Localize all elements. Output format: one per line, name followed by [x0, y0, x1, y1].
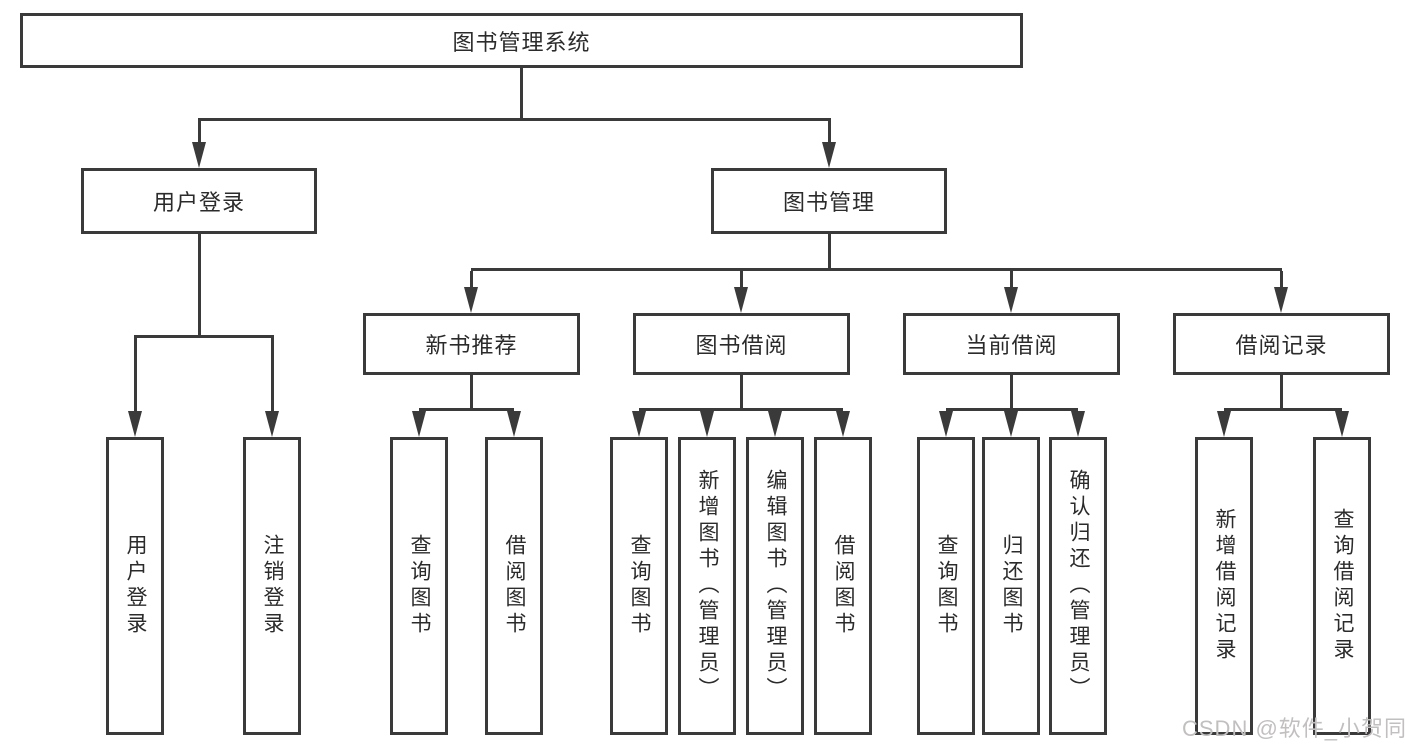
connector-book-borrow-stem [740, 375, 743, 411]
leaf-current-confirm-return-admin: 确认归还（管理员） [1049, 437, 1107, 735]
leaf-user-login: 用户登录 [106, 437, 164, 735]
connector-borrow-record-hline [1224, 408, 1342, 411]
connector-book-management-hline [471, 268, 1282, 271]
node-root-library-management-system: 图书管理系统 [20, 13, 1023, 68]
arrow-down-icon [768, 411, 782, 437]
connector-drop-current-borrow [1010, 271, 1013, 289]
arrow-down-icon [464, 287, 478, 313]
node-current-borrowing: 当前借阅 [903, 313, 1120, 375]
arrow-down-icon [1004, 287, 1018, 313]
node-user-login: 用户登录 [81, 168, 317, 234]
connector-user-login-hline [134, 335, 274, 338]
leaf-label: 注销登录 [261, 534, 284, 638]
node-borrowing-records: 借阅记录 [1173, 313, 1390, 375]
leaf-borrow-query-books: 查询图书 [610, 437, 668, 735]
leaf-label: 查询图书 [935, 534, 958, 638]
leaf-records-query-borrow-record: 查询借阅记录 [1313, 437, 1371, 735]
connector-root-stem [520, 68, 523, 118]
leaf-label: 归还图书 [1000, 534, 1023, 638]
arrow-down-icon [128, 411, 142, 437]
arrow-down-icon [836, 411, 850, 437]
leaf-borrow-borrow-books: 借阅图书 [814, 437, 872, 735]
leaf-records-add-borrow-record: 新增借阅记录 [1195, 437, 1253, 735]
connector-current-borrow-stem [1010, 375, 1013, 411]
connector-root-hline [198, 118, 831, 121]
leaf-label: 借阅图书 [832, 534, 855, 638]
arrow-down-icon [1217, 411, 1231, 437]
leaf-label: 编辑图书（管理员） [764, 469, 787, 703]
arrow-down-icon [1274, 287, 1288, 313]
connector-drop-leaf-logout [271, 338, 274, 414]
leaf-label: 新增图书（管理员） [696, 469, 719, 703]
node-book-borrowing: 图书借阅 [633, 313, 850, 375]
leaf-label: 用户登录 [124, 534, 147, 638]
arrow-down-icon [939, 411, 953, 437]
connector-user-login-stem [198, 234, 201, 335]
leaf-label: 查询图书 [408, 534, 431, 638]
connector-drop-leaf-user-login [134, 338, 137, 414]
connector-drop-user-login [198, 121, 201, 147]
arrow-down-icon [1004, 411, 1018, 437]
leaf-logout: 注销登录 [243, 437, 301, 735]
leaf-label: 确认归还（管理员） [1067, 469, 1090, 703]
arrow-down-icon [1071, 411, 1085, 437]
leaf-label: 借阅图书 [503, 534, 526, 638]
csdn-watermark: CSDN @软件_小贺同学 [1182, 716, 1405, 741]
arrow-down-icon [734, 287, 748, 313]
leaf-borrow-add-books-admin: 新增图书（管理员） [678, 437, 736, 735]
connector-drop-borrow-record [1280, 271, 1283, 289]
leaf-newbook-query-books: 查询图书 [390, 437, 448, 735]
node-new-book-recommendation: 新书推荐 [363, 313, 580, 375]
leaf-current-query-books: 查询图书 [917, 437, 975, 735]
leaf-label: 查询借阅记录 [1331, 508, 1354, 664]
leaf-label: 新增借阅记录 [1213, 508, 1236, 664]
connector-book-borrow-hline [639, 408, 843, 411]
connector-new-book-hline [419, 408, 514, 411]
connector-drop-book-borrow [740, 271, 743, 289]
arrow-down-icon [507, 411, 521, 437]
connector-book-management-stem [828, 234, 831, 271]
connector-current-borrow-hline [946, 408, 1078, 411]
arrow-down-icon [632, 411, 646, 437]
arrow-down-icon [265, 411, 279, 437]
connector-new-book-stem [470, 375, 473, 411]
connector-drop-new-book [470, 271, 473, 289]
connector-borrow-record-stem [1280, 375, 1283, 411]
leaf-newbook-borrow-books: 借阅图书 [485, 437, 543, 735]
arrow-down-icon [822, 142, 836, 168]
leaf-current-return-books: 归还图书 [982, 437, 1040, 735]
node-book-management: 图书管理 [711, 168, 947, 234]
connector-drop-book-management [828, 121, 831, 147]
leaf-borrow-edit-books-admin: 编辑图书（管理员） [746, 437, 804, 735]
arrow-down-icon [412, 411, 426, 437]
leaf-label: 查询图书 [628, 534, 651, 638]
arrow-down-icon [192, 142, 206, 168]
arrow-down-icon [700, 411, 714, 437]
arrow-down-icon [1335, 411, 1349, 437]
